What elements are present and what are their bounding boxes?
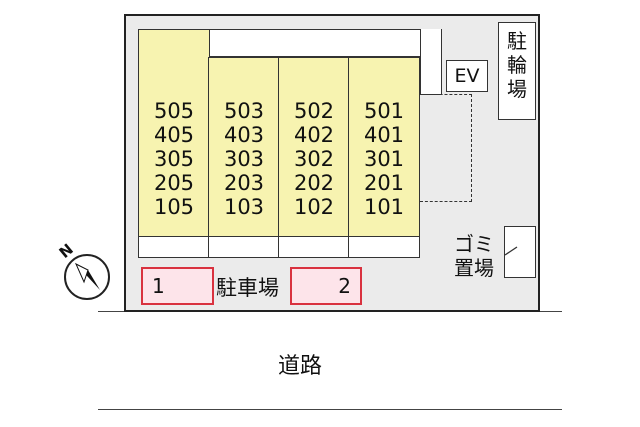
garbage-leader-line <box>504 246 518 256</box>
balcony <box>138 236 210 258</box>
balcony <box>348 236 420 258</box>
unit-number: 305 <box>153 147 195 171</box>
unit-number: 405 <box>153 123 195 147</box>
unit-number: 201 <box>363 171 405 195</box>
unit-number: 202 <box>293 171 335 195</box>
compass-icon <box>64 254 110 300</box>
unit-number: 102 <box>293 195 335 219</box>
dashed-outline <box>420 94 472 202</box>
unit-numbers-col3: 502 402 302 202 102 <box>279 99 349 219</box>
unit-number: 402 <box>293 123 335 147</box>
road-edge-top-left <box>98 311 124 312</box>
garbage-line-2: 置場 <box>454 256 494 280</box>
unit-number: 203 <box>223 171 265 195</box>
parking-space-2-number: 2 <box>338 274 351 298</box>
bicycle-parking-char: 駐 <box>507 29 527 53</box>
unit-column-3: 502 402 302 202 102 <box>278 57 350 237</box>
garbage-area-label: ゴミ 置場 <box>446 232 502 280</box>
bicycle-parking: 駐 輪 場 <box>498 22 536 120</box>
unit-number: 302 <box>293 147 335 171</box>
unit-number: 501 <box>363 99 405 123</box>
parking-space-1: 1 <box>141 267 214 305</box>
unit-numbers-col4: 501 401 301 201 101 <box>349 99 419 219</box>
elevator-label: EV <box>454 65 480 87</box>
unit-number: 505 <box>153 99 195 123</box>
unit-number: 301 <box>363 147 405 171</box>
unit-column-4: 501 401 301 201 101 <box>348 57 420 237</box>
unit-column-1: 505 405 305 205 105 <box>138 29 210 237</box>
unit-number: 403 <box>223 123 265 147</box>
elevator: EV <box>446 60 488 92</box>
road-edge-bottom <box>98 409 562 410</box>
unit-number: 103 <box>223 195 265 219</box>
unit-number: 502 <box>293 99 335 123</box>
parking-label: 駐車場 <box>216 276 279 300</box>
unit-number: 303 <box>223 147 265 171</box>
road-label: 道路 <box>278 354 323 379</box>
balcony <box>278 236 350 258</box>
unit-number: 101 <box>363 195 405 219</box>
garbage-line-1: ゴミ <box>454 232 494 256</box>
bicycle-parking-char: 場 <box>507 77 527 101</box>
garbage-area <box>504 226 536 278</box>
parking-space-1-number: 1 <box>152 274 165 298</box>
road-edge-top-right <box>540 311 562 312</box>
balcony <box>208 236 280 258</box>
unit-numbers-col2: 503 403 303 203 103 <box>209 99 279 219</box>
unit-number: 503 <box>223 99 265 123</box>
unit-number: 401 <box>363 123 405 147</box>
bicycle-parking-char: 輪 <box>507 53 527 77</box>
unit-numbers-col1: 505 405 305 205 105 <box>139 99 209 219</box>
parking-space-2: 2 <box>290 267 362 305</box>
unit-number: 105 <box>153 195 195 219</box>
unit-number: 205 <box>153 171 195 195</box>
unit-column-2: 503 403 303 203 103 <box>208 57 280 237</box>
corridor <box>196 29 442 57</box>
corridor-extension <box>420 29 442 95</box>
